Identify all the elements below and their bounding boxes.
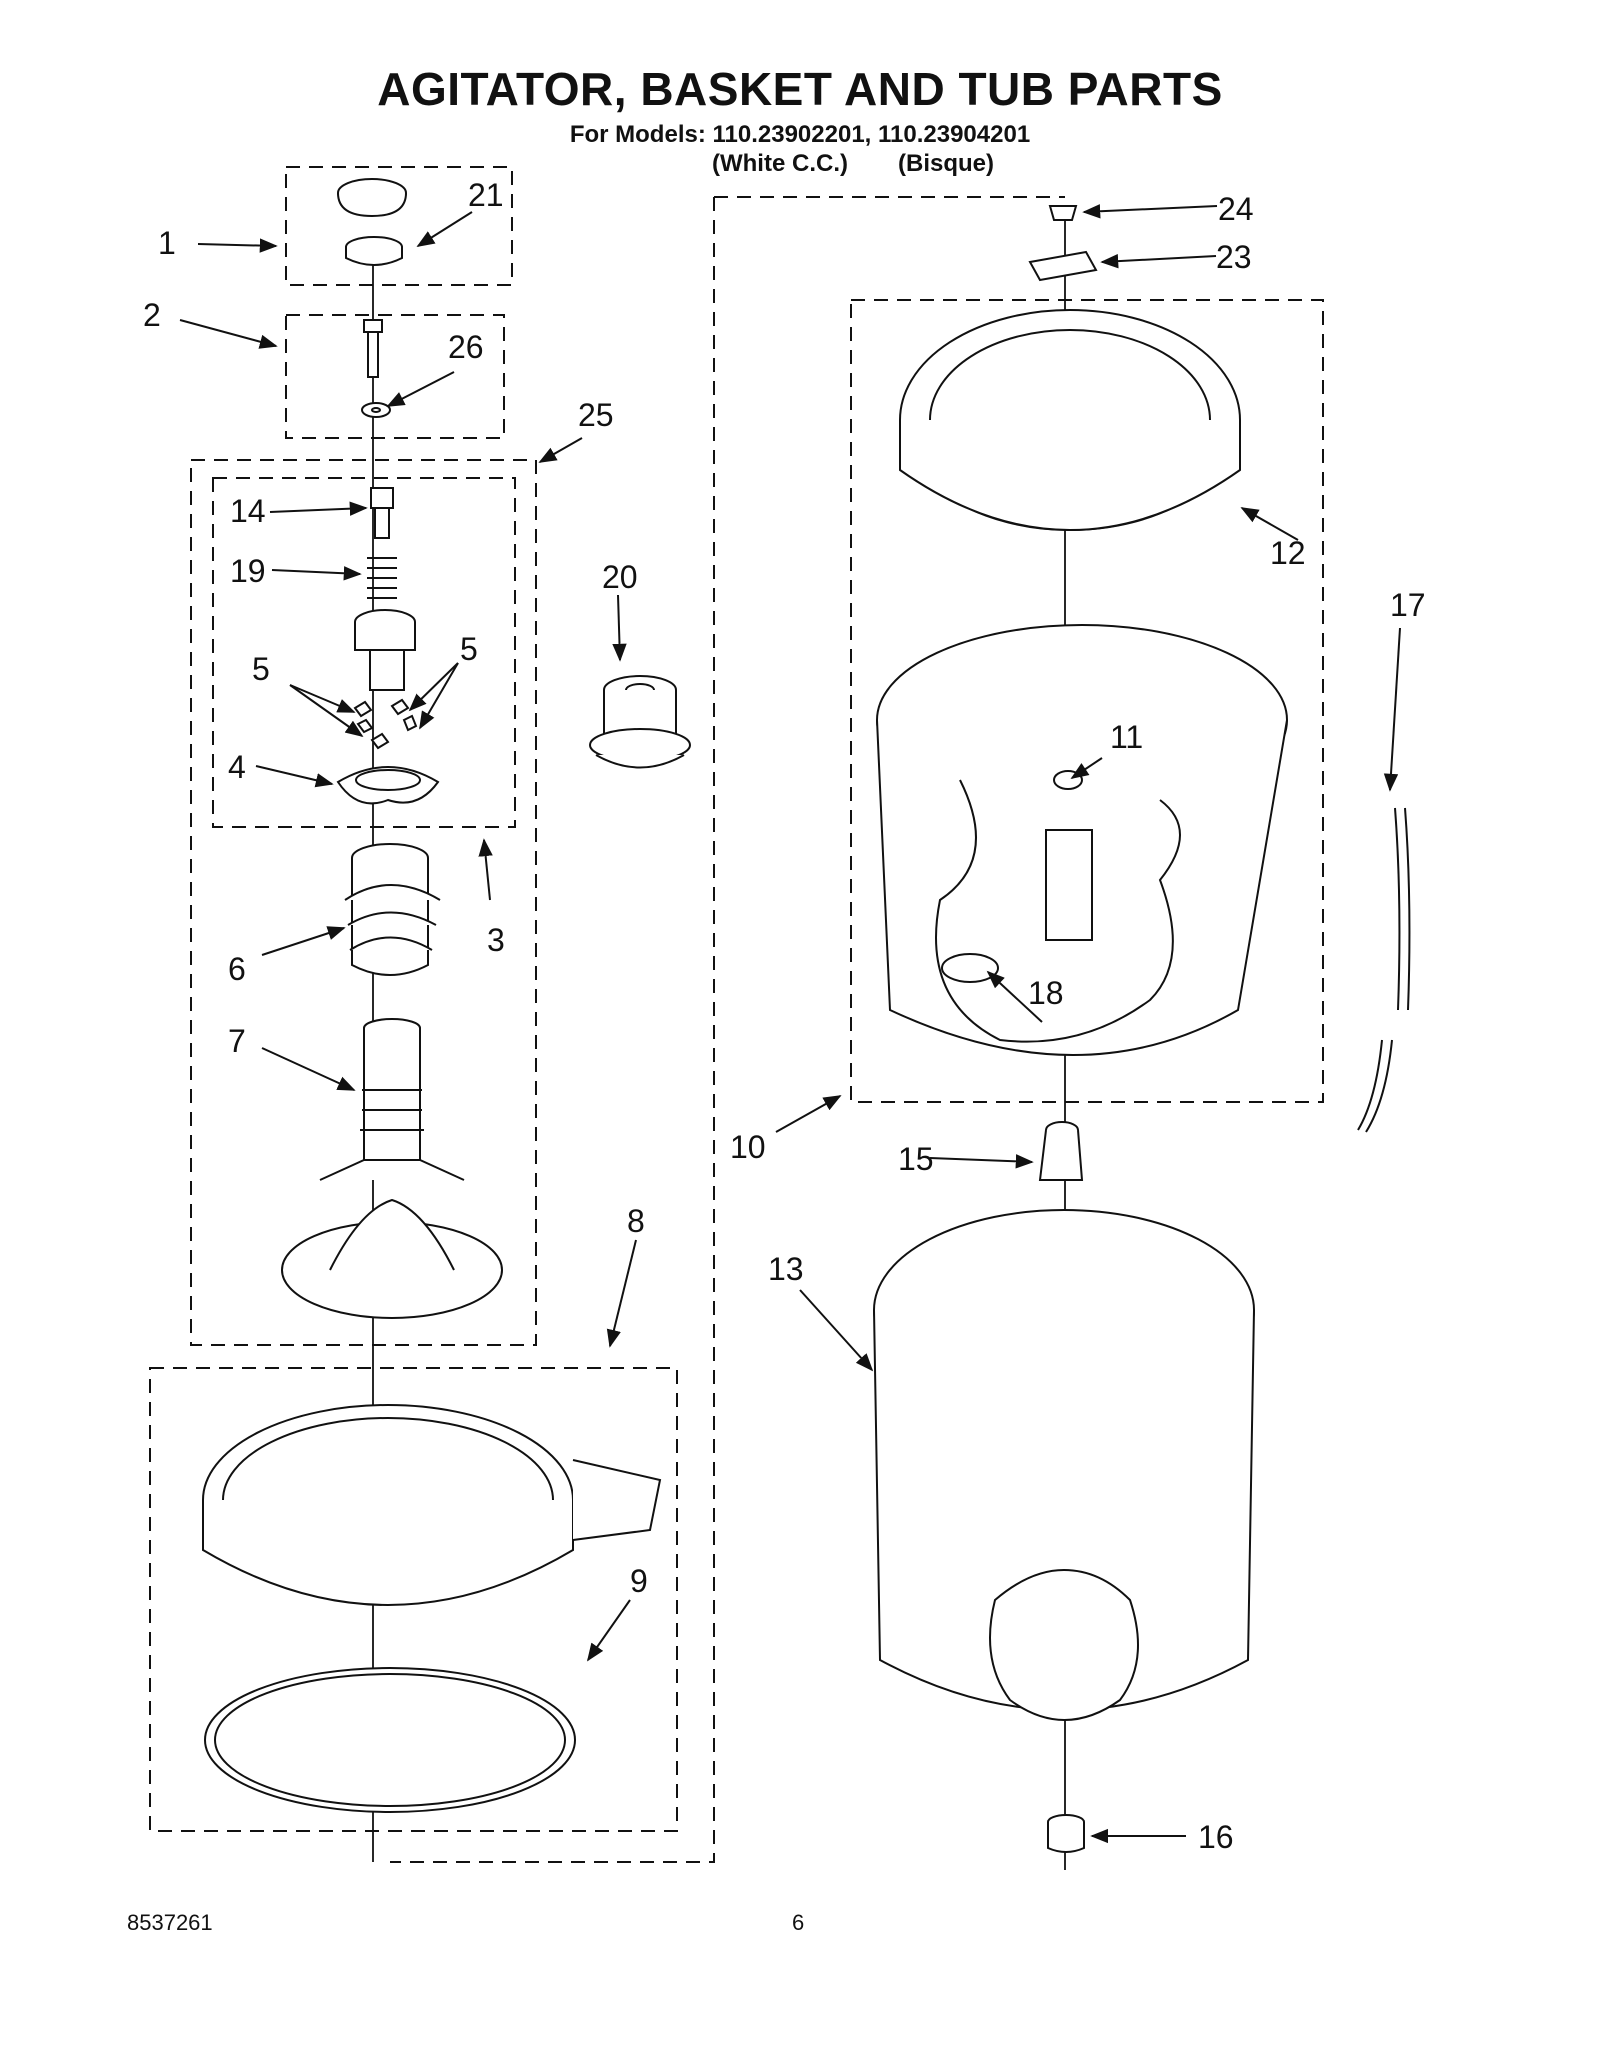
top-fastener-parts [1028, 205, 1098, 282]
callout-3: 3 [487, 922, 505, 958]
callout-14: 14 [230, 493, 266, 529]
callout-4: 4 [228, 749, 246, 785]
variant-bisque: (Bisque) [898, 150, 994, 177]
variant-white: (White C.C.) [712, 150, 848, 177]
callout-7: 7 [228, 1023, 246, 1059]
basket-part [876, 624, 1288, 1056]
callout-21: 21 [468, 177, 504, 213]
tub-ring-part [202, 1404, 662, 1813]
callout-labels: 1 2 3 4 5 5 6 7 8 9 10 11 12 13 14 15 16… [143, 177, 1426, 1855]
box-part-1 [285, 166, 513, 286]
coupler-part [1038, 1121, 1084, 1181]
seal-part [589, 675, 691, 769]
callout-23: 23 [1216, 239, 1252, 275]
callout-16: 16 [1198, 1819, 1234, 1855]
callout-10: 10 [730, 1129, 766, 1165]
callout-19: 19 [230, 553, 266, 589]
callout-5-left: 5 [252, 651, 270, 687]
group-boxes [149, 166, 1324, 1863]
leader-arrows [179, 204, 1401, 1844]
box-part-8 [149, 1367, 678, 1832]
hose-part [1357, 807, 1411, 1133]
callout-6: 6 [228, 951, 246, 987]
callout-25: 25 [578, 397, 614, 433]
callout-15: 15 [898, 1141, 934, 1177]
callout-1: 1 [158, 225, 176, 261]
drain-boot-part [1047, 1814, 1085, 1853]
page-title: AGITATOR, BASKET AND TUB PARTS [377, 63, 1223, 115]
connector-side [390, 197, 715, 1863]
agitator-cap-part [337, 178, 407, 266]
box-part-10 [850, 299, 1324, 1103]
callout-18: 18 [1028, 975, 1064, 1011]
callout-26: 26 [448, 329, 484, 365]
callout-2: 2 [143, 297, 161, 333]
cam-assembly-parts [336, 487, 440, 805]
box-part-25 [190, 459, 537, 1346]
box-part-3 [212, 477, 516, 828]
agitator-base-part [281, 1018, 503, 1319]
balance-ring-part [899, 309, 1241, 531]
callout-20: 20 [602, 559, 638, 595]
doc-number: 8537261 [127, 1910, 213, 1935]
callout-17: 17 [1390, 587, 1426, 623]
page-number: 6 [792, 1910, 805, 1935]
callout-12: 12 [1270, 535, 1306, 571]
callout-8: 8 [627, 1203, 645, 1239]
callout-13: 13 [768, 1251, 804, 1287]
auger-part [344, 843, 441, 976]
outer-tub-part [873, 1209, 1255, 1721]
callout-9: 9 [630, 1563, 648, 1599]
box-part-2 [285, 314, 505, 439]
models-subtitle: For Models: 110.23902201, 110.23904201 [569, 121, 1031, 148]
callout-11: 11 [1110, 719, 1143, 755]
bolt-washer-part [361, 319, 391, 418]
callout-5-right: 5 [460, 631, 478, 667]
callout-24: 24 [1218, 191, 1254, 227]
